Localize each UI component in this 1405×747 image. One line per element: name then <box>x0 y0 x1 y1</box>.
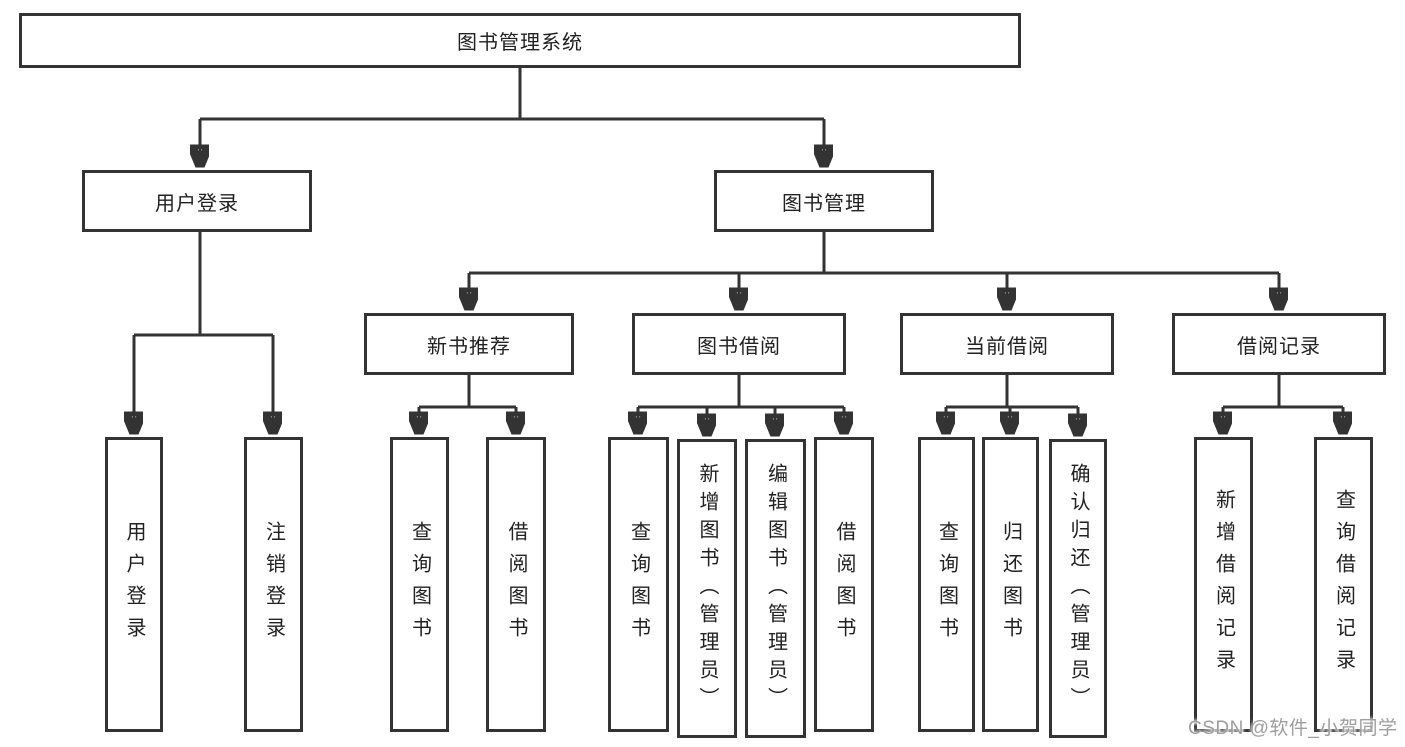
node-user-login-leaf: 用户登录 <box>105 437 163 732</box>
node-book-management: 图书管理 <box>714 170 934 232</box>
node-label: 借阅记录 <box>1237 335 1321 358</box>
connector-current-borrow-branch <box>946 375 1078 435</box>
node-label: 当前借阅 <box>965 335 1049 358</box>
node-current-borrowing: 当前借阅 <box>900 313 1114 375</box>
node-label: 查询图书 <box>408 520 431 649</box>
node-cb-confirm-return-admin: 确认归还（管理员） <box>1049 439 1107 738</box>
node-label: 用户登录 <box>155 192 239 215</box>
node-label: 确认归还（管理员） <box>1067 462 1089 715</box>
node-user-login: 用户登录 <box>82 170 312 232</box>
node-book-borrowing: 图书借阅 <box>632 313 846 375</box>
node-library-management-system: 图书管理系统 <box>19 13 1021 68</box>
node-label: 图书管理 <box>782 192 866 215</box>
node-label: 编辑图书（管理员） <box>764 462 787 715</box>
node-label: 图书管理系统 <box>457 32 583 54</box>
connector-book-borrow-branch <box>638 375 844 435</box>
node-borrowing-records: 借阅记录 <box>1172 313 1386 375</box>
node-bb-query-books: 查询图书 <box>608 437 669 732</box>
watermark: CSDN @软件_小贺同学 <box>1188 718 1398 739</box>
node-label: 借阅图书 <box>505 520 527 649</box>
connector-borrow-records-branch <box>1223 375 1343 433</box>
node-label: 用户登录 <box>123 520 145 649</box>
node-label: 新增图书（管理员） <box>696 462 718 715</box>
node-label: 注销登录 <box>262 520 285 649</box>
node-label: 新增借阅记录 <box>1212 488 1235 681</box>
node-label: 查询借阅记录 <box>1332 488 1355 681</box>
node-label: 图书借阅 <box>697 335 781 358</box>
node-label: 查询图书 <box>627 520 650 649</box>
node-br-query-record: 查询借阅记录 <box>1314 437 1373 732</box>
connector-root-to-level2 <box>200 68 824 166</box>
node-cb-return-books: 归还图书 <box>982 437 1039 732</box>
node-br-add-record: 新增借阅记录 <box>1194 437 1253 732</box>
connector-new-book-rec-branch <box>419 375 516 433</box>
node-new-book-recommendation: 新书推荐 <box>364 313 574 375</box>
connector-user-login-branch <box>134 232 273 433</box>
node-label: 新书推荐 <box>427 335 511 358</box>
node-logout: 注销登录 <box>244 437 303 732</box>
node-bb-borrow-books: 借阅图书 <box>814 437 874 732</box>
node-label: 查询图书 <box>935 520 958 649</box>
node-nb-borrow-books: 借阅图书 <box>486 437 546 732</box>
node-cb-query-books: 查询图书 <box>918 437 975 732</box>
node-label: 归还图书 <box>999 520 1022 649</box>
node-label: 借阅图书 <box>833 520 855 649</box>
connector-book-management-branch <box>469 232 1279 309</box>
node-nb-query-books: 查询图书 <box>390 437 449 732</box>
node-bb-edit-books-admin: 编辑图书（管理员） <box>745 439 806 738</box>
node-bb-add-books-admin: 新增图书（管理员） <box>677 439 737 738</box>
